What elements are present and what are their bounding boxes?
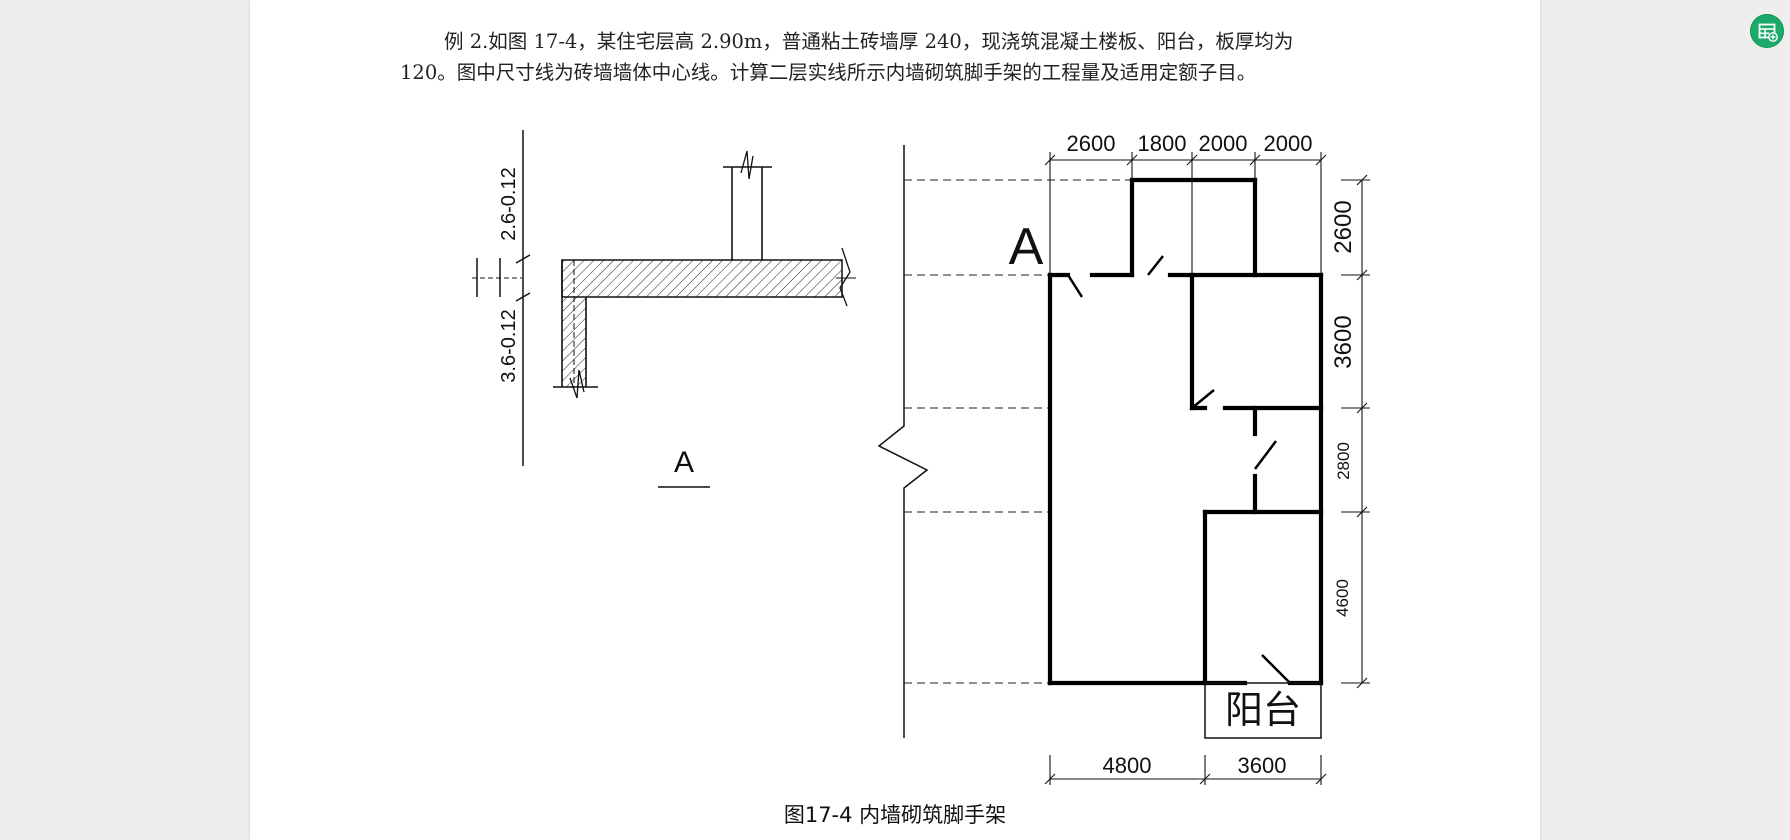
detail-label-a: A xyxy=(674,446,694,479)
problem-line-2: 120。图中尺寸线为砖墙墙体中心线。计算二层实线所示内墙砌筑脚手架的工程量及适用… xyxy=(400,61,1257,84)
right-dim-3: 4600 xyxy=(1333,579,1352,617)
top-dim-1: 1800 xyxy=(1138,131,1187,156)
table-add-icon xyxy=(1758,23,1778,42)
balcony-label: 阳台 xyxy=(1225,690,1301,732)
top-dim-2: 2000 xyxy=(1199,131,1248,156)
plan-marker-a: A xyxy=(1009,218,1044,276)
detail-dim-lower: 3.6-0.12 xyxy=(498,309,520,382)
bottom-dim-0: 4800 xyxy=(1103,753,1152,778)
floor-plan: 阳台 A 2600 1800 xyxy=(877,131,1370,785)
right-dim-2: 2800 xyxy=(1334,442,1353,480)
problem-text: 例 2.如图 17-4，某住宅层高 2.90m，普通粘土砖墙厚 240，现浇筑混… xyxy=(400,26,1400,88)
detail-a-section: 2.6-0.12 3.6-0.12 xyxy=(472,130,856,488)
right-dim-0: 2600 xyxy=(1330,200,1357,253)
figure-caption: 图17-4 内墙砌筑脚手架 xyxy=(783,803,1007,827)
figure-17-4: 2.6-0.12 3.6-0.12 xyxy=(472,130,1370,785)
problem-line-1: 例 2.如图 17-4，某住宅层高 2.90m，普通粘土砖墙厚 240，现浇筑混… xyxy=(444,30,1294,53)
top-dim-0: 2600 xyxy=(1067,131,1116,156)
table-add-button[interactable] xyxy=(1750,14,1784,48)
detail-dim-upper: 2.6-0.12 xyxy=(498,167,520,240)
document-page: 例 2.如图 17-4，某住宅层高 2.90m，普通粘土砖墙厚 240，现浇筑混… xyxy=(250,0,1540,840)
bottom-dim-1: 3600 xyxy=(1238,753,1287,778)
right-dim-1: 3600 xyxy=(1330,315,1357,368)
top-dim-3: 2000 xyxy=(1264,131,1313,156)
